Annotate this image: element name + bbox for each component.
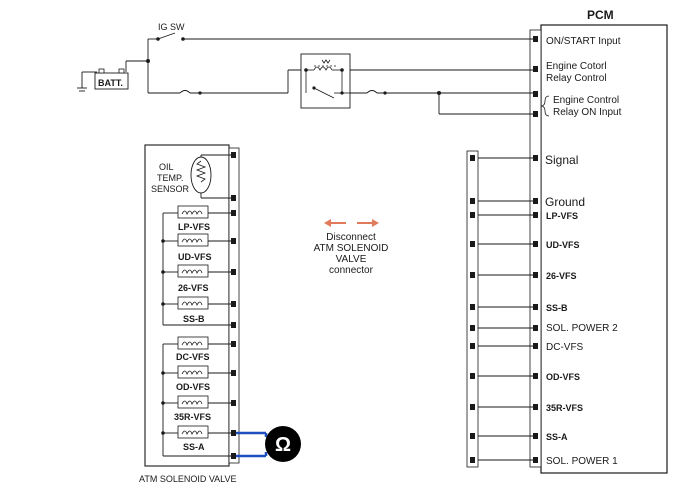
pcm-side-wires [478, 157, 533, 461]
oil-temp-sensor [190, 156, 212, 194]
oil-temp-label-3: SENSOR [151, 184, 190, 194]
solenoid-connector-terminals [231, 152, 236, 459]
solenoid-label-od-vfs: OD-VFS [176, 382, 210, 392]
solenoid-label-ss-a: SS-A [183, 442, 205, 452]
oil-temp-resistor [195, 160, 207, 183]
pcm-pin-26-vfs: 26-VFS [546, 271, 577, 281]
pcm-pin-ground: Ground [545, 195, 585, 209]
solenoid-coils-group-2 [177, 336, 209, 439]
pcm-pin-signal: Signal [545, 153, 578, 167]
relay-pin-3 [312, 86, 316, 90]
batt-junction [146, 59, 150, 63]
fuse-b-end [383, 91, 387, 95]
pcm-pin-on-start: ON/START Input [546, 36, 621, 47]
oil-temp-label-1: OIL [159, 162, 174, 172]
solenoid-group-1-wiring [162, 212, 231, 326]
disconnect-text-1: Disconnect [326, 232, 376, 243]
solenoid-label-35r-vfs: 35R-VFS [174, 412, 211, 422]
pcm-pin-ud-vfs: UD-VFS [546, 240, 580, 250]
pcm-pin-ss-b: SS-B [546, 303, 568, 313]
ohm-symbol-icon: Ω [275, 434, 291, 456]
pcm-pin-dc-vfs: DC-VFS [546, 342, 584, 353]
pcm-pin-ss-a: SS-A [546, 432, 568, 442]
relay-internals [305, 59, 350, 99]
solenoid-label-dc-vfs: DC-VFS [176, 352, 210, 362]
disconnect-arrows [324, 219, 379, 227]
solenoid-group-2-junctions [161, 371, 165, 435]
pcm-connector-strip [529, 29, 542, 468]
pcm-box [540, 24, 668, 474]
oil-temp-label-2: TEMP. [157, 173, 183, 183]
ig-switch-contact-a [156, 37, 160, 41]
battery-label: BATT. [98, 78, 123, 88]
pcm-pin-35r-vfs: 35R-VFS [546, 403, 583, 413]
battery-box [94, 72, 129, 90]
disconnect-text-3: VALVE [336, 254, 367, 265]
ig-switch-contact-b [181, 37, 185, 41]
relay-pin-1 [304, 68, 308, 72]
oil-temp-wires [200, 154, 231, 199]
ig-switch-label: IG SW [158, 22, 185, 32]
battery-pos-terminal [118, 68, 125, 74]
pcm-pin-ecron-line1: Engine Control [553, 95, 619, 106]
ohmmeter-leads [236, 431, 268, 458]
engine-control-relay [300, 53, 351, 109]
battery-neg-terminal [98, 68, 105, 74]
solenoid-label-ud-vfs: UD-VFS [178, 252, 212, 262]
relay-pin-4 [340, 91, 344, 95]
pcm-side-terminals [470, 155, 475, 463]
power-wiring [77, 32, 533, 115]
pcm-pin-lp-vfs: LP-VFS [546, 211, 578, 221]
pcm-pin-od-vfs: OD-VFS [546, 372, 580, 382]
pcm-brace [540, 95, 550, 117]
disconnect-text-2: ATM SOLENOID [314, 243, 389, 254]
pcm-pin-sol-power-2: SOL. POWER 2 [546, 323, 618, 334]
solenoid-label-lp-vfs: LP-VFS [178, 222, 210, 232]
solenoid-group-2-wiring [162, 343, 231, 457]
fuse-a-end [198, 91, 202, 95]
pcm-pin-ecr-line2: Relay Control [546, 73, 607, 84]
solenoid-label-26-vfs: 26-VFS [178, 283, 209, 293]
atm-solenoid-valve-label: ATM SOLENOID VALVE [139, 474, 237, 484]
relay-pin-2 [340, 68, 344, 72]
pcm-pin-sol-power-1: SOL. POWER 1 [546, 456, 618, 467]
pcm-pin-ecr-line1: Engine Cotorl [546, 61, 607, 72]
solenoid-group-1-junctions [161, 239, 165, 306]
pcm-pin-terminals [533, 36, 538, 463]
solenoid-coils-group-1 [177, 205, 209, 310]
solenoid-label-ss-b: SS-B [183, 314, 205, 324]
pcm-pin-ecron-line2: Relay ON Input [553, 107, 622, 118]
relay-on-junction [437, 91, 441, 95]
pcm-title: PCM [587, 8, 614, 22]
disconnect-text-4: connector [329, 265, 374, 276]
ohmmeter [265, 426, 301, 462]
